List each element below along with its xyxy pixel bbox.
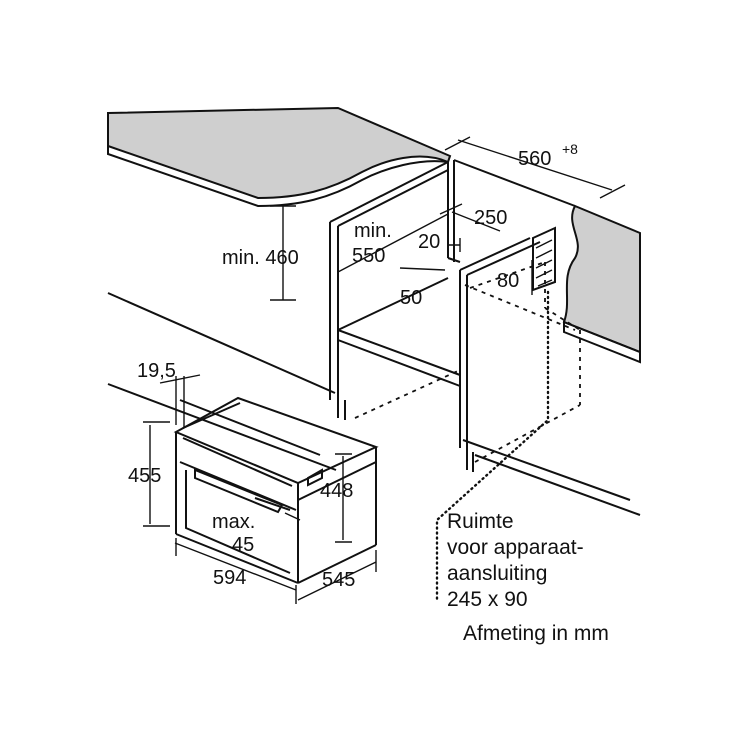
connection-space-caption: Ruimte voor apparaat- aansluiting 245 x … (447, 510, 584, 611)
label-gap-50: 50 (400, 287, 422, 309)
label-front-height: 455 (128, 465, 161, 487)
label-body-height: 448 (320, 480, 353, 502)
caption-line-4: 245 x 90 (447, 588, 528, 611)
dimension-lines (143, 136, 626, 604)
label-gap-20: 20 (418, 231, 440, 253)
floor-lines (107, 292, 641, 516)
caption-line-1: Ruimte (447, 510, 514, 533)
label-body-depth: 545 (322, 569, 355, 591)
units-note: Afmeting in mm (463, 622, 609, 645)
label-panel-thickness: 19,5 (137, 360, 176, 382)
label-gap-80: 80 (497, 270, 519, 292)
label-front-width: 594 (213, 567, 246, 589)
connection-space-marker (532, 226, 556, 292)
label-handle-value: 45 (232, 534, 254, 556)
right-countertop (562, 204, 641, 364)
dimension-labels: 560 +8 250 min. 550 20 80 50 min. 460 19… (128, 141, 578, 591)
cabinet-carcass (329, 159, 576, 472)
appliance (173, 396, 379, 584)
left-countertop (107, 106, 452, 208)
label-width-niche-tolerance: +8 (562, 141, 578, 157)
label-handle-prefix: max. (212, 511, 255, 533)
label-depth-250: 250 (474, 207, 507, 229)
caption-line-2: voor apparaat- (447, 536, 584, 559)
label-width-niche: 560 (518, 148, 551, 170)
connection-leader (435, 290, 550, 602)
label-min-depth-value: 550 (352, 245, 385, 267)
caption-line-3: aansluiting (447, 562, 547, 585)
label-min-height: min. 460 (222, 247, 299, 269)
label-min-depth-prefix: min. (354, 220, 392, 242)
